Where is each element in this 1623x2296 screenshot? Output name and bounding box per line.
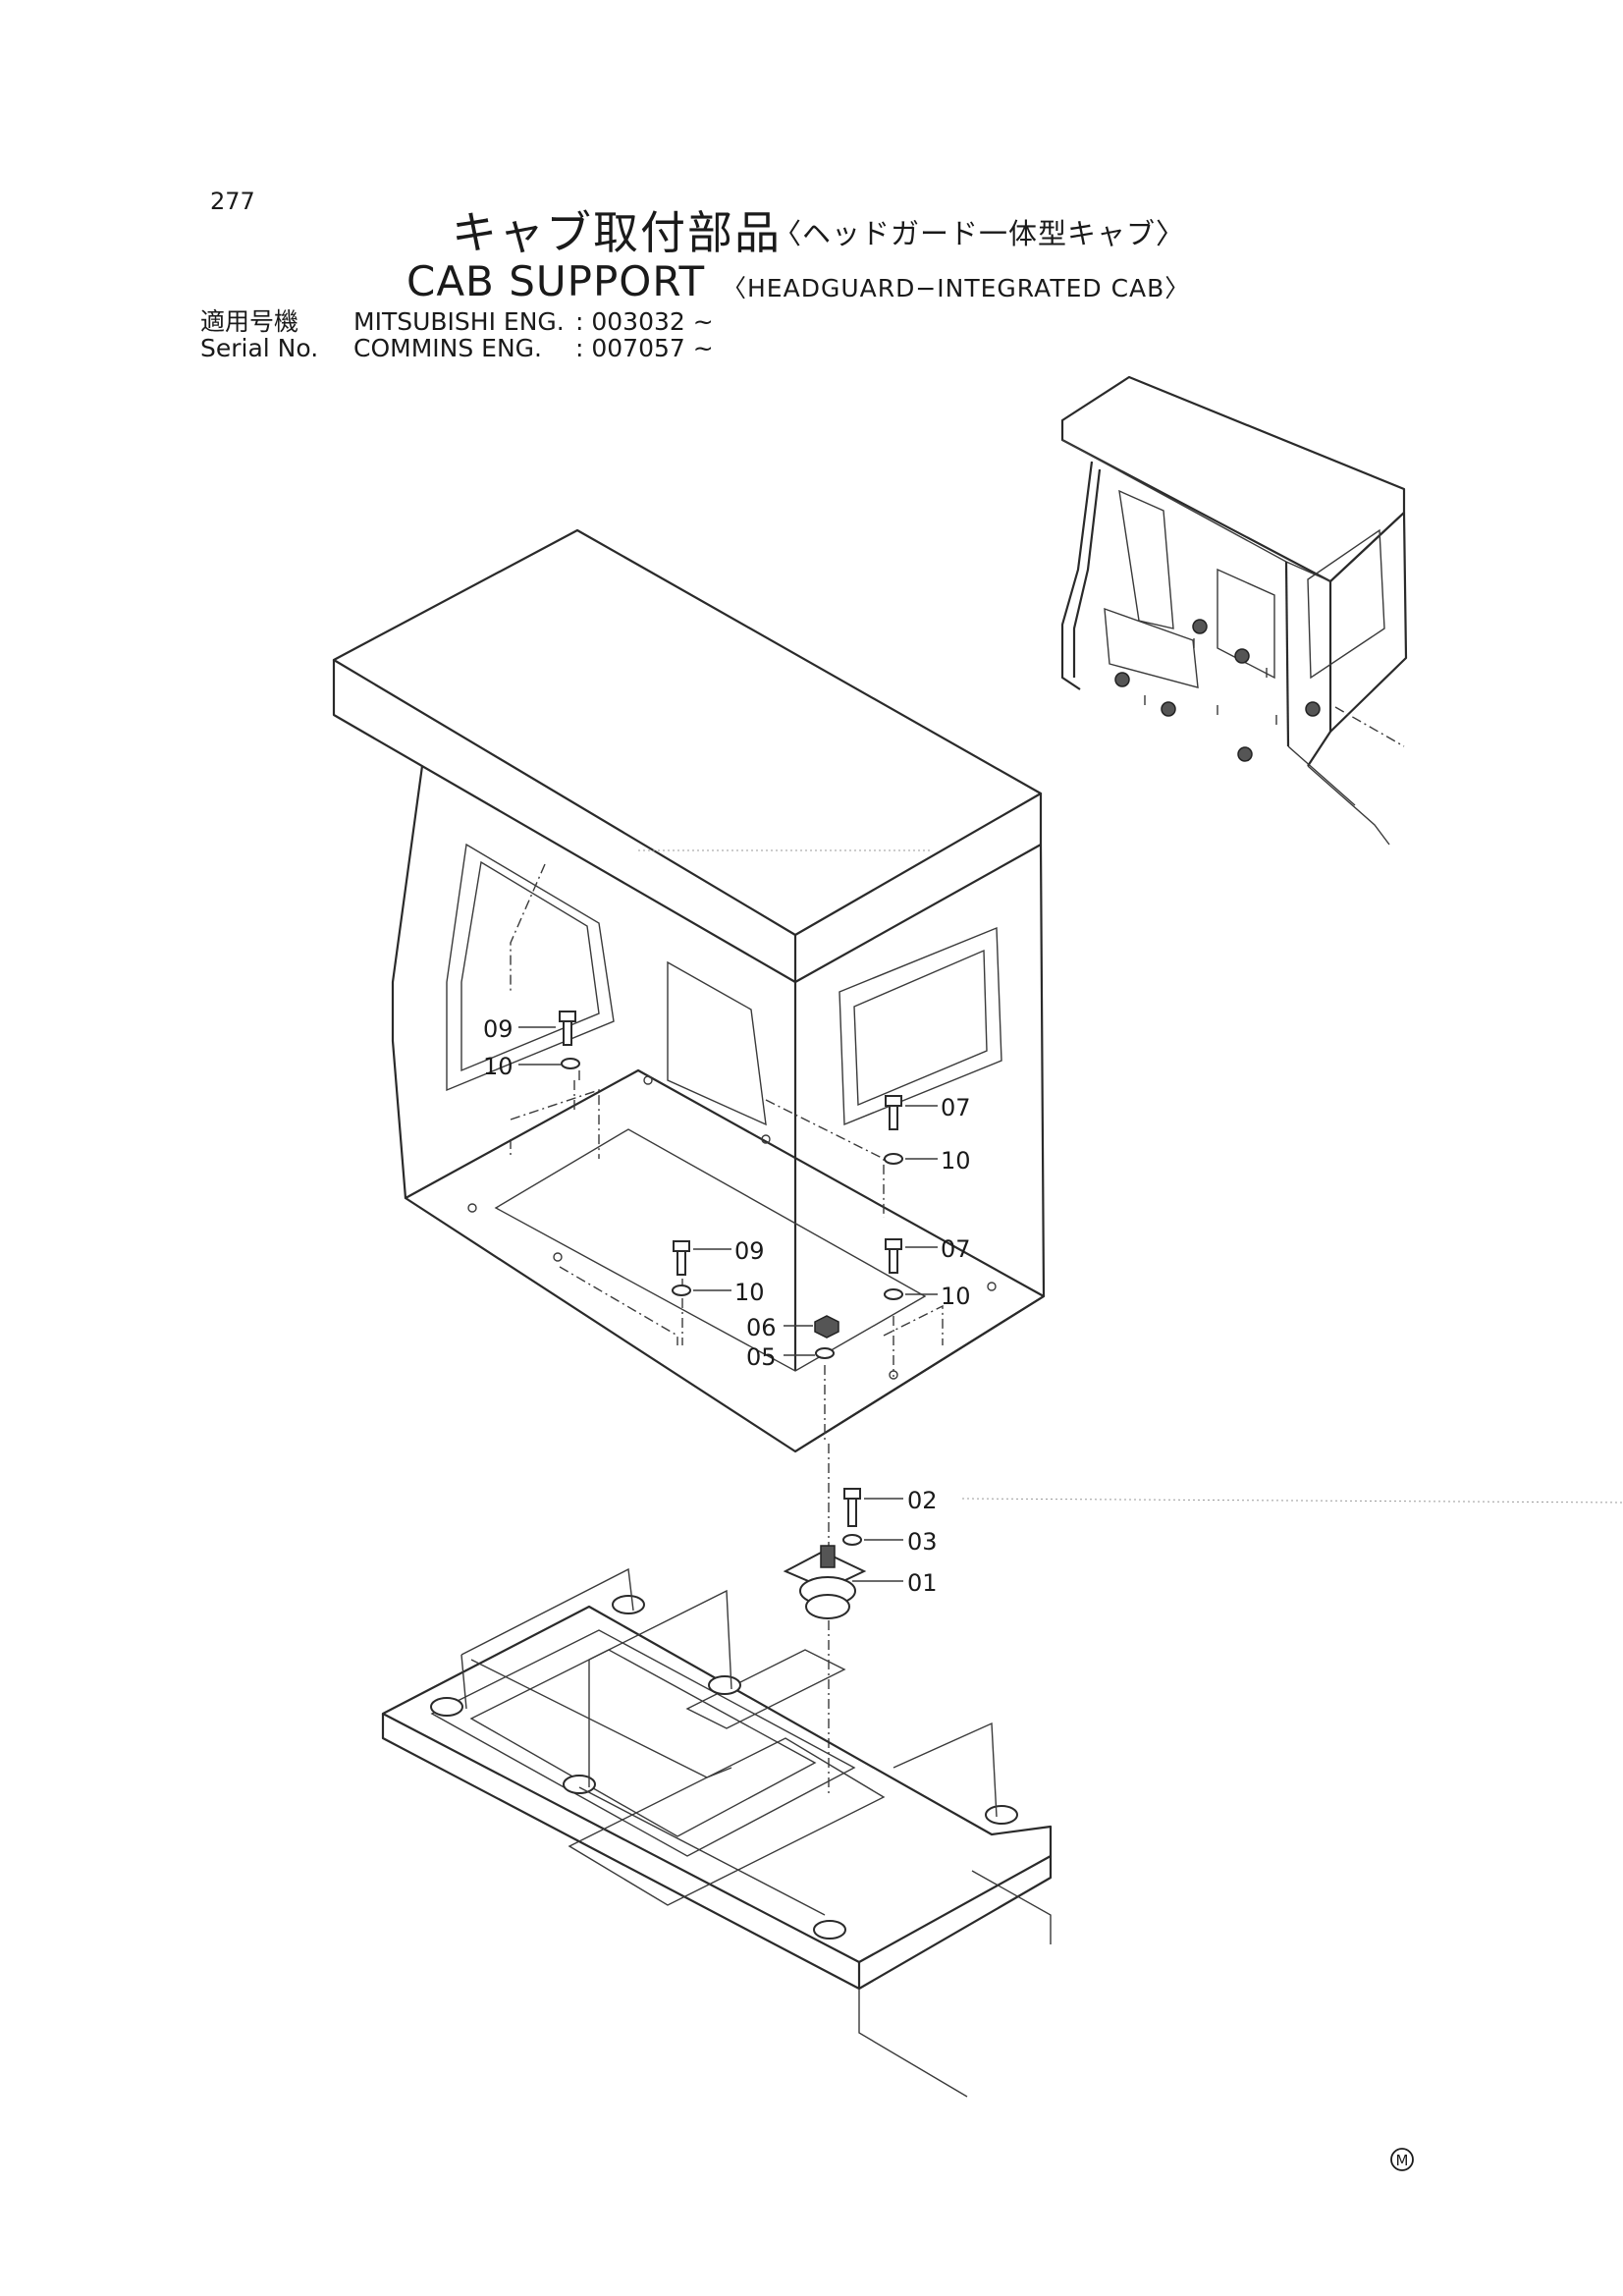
cab-mount-parts	[783, 1488, 867, 1619]
reference-cab-illustration	[1060, 375, 1408, 846]
subtitle-english: 〈HEADGUARD−INTEGRATED CAB〉	[722, 274, 1191, 302]
callout-05: 05	[746, 1343, 777, 1371]
title-japanese: キャブ取付部品	[452, 206, 782, 259]
title-english: CAB SUPPORT	[406, 257, 706, 305]
serial-label-english: Serial No.	[200, 334, 319, 362]
serial-engine-commins: COMMINS ENG.	[353, 334, 542, 362]
callout-06: 06	[746, 1314, 777, 1341]
callout-10: 10	[734, 1279, 765, 1306]
revolving-frame-illustration	[381, 1567, 1053, 2098]
callout-10: 10	[941, 1283, 971, 1310]
callout-10: 10	[483, 1053, 514, 1080]
serial-engine-mitsubishi: MITSUBISHI ENG.	[353, 307, 565, 336]
circled-m-mark: M	[1390, 2148, 1414, 2171]
serial-number-commins: : 007057 ~	[575, 334, 714, 362]
callout-leaders	[518, 1026, 1623, 1582]
serial-label-japanese: 適用号機	[200, 307, 299, 336]
callout-10: 10	[941, 1147, 971, 1175]
cab-fasteners	[559, 1011, 903, 1797]
callout-07: 07	[941, 1094, 971, 1121]
callout-03: 03	[907, 1528, 938, 1556]
serial-number-mitsubishi: : 003032 ~	[575, 307, 714, 336]
main-cab-illustration	[332, 528, 1046, 1453]
callout-09: 09	[483, 1015, 514, 1043]
callout-01: 01	[907, 1569, 938, 1597]
callout-07: 07	[941, 1235, 971, 1263]
mark-letter: M	[1396, 2152, 1409, 2169]
subtitle-japanese: 〈ヘッドガード一体型キャブ〉	[773, 217, 1186, 250]
callout-09: 09	[734, 1237, 765, 1265]
callout-02: 02	[907, 1487, 938, 1514]
page-number: 277	[210, 188, 255, 215]
